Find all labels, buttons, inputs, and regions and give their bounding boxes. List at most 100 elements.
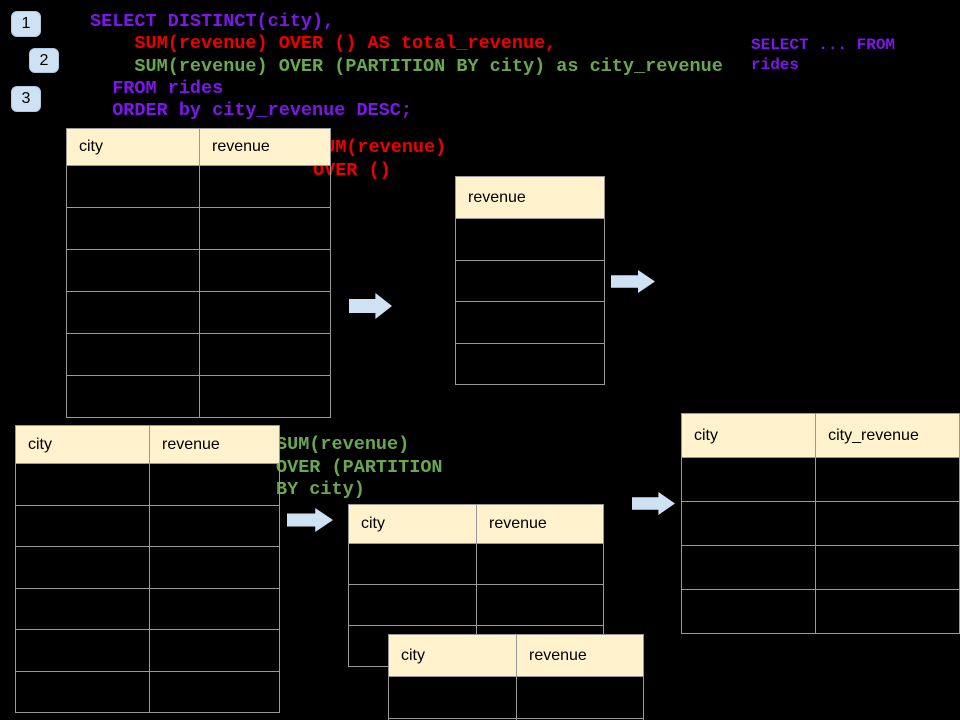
empty-cell	[199, 333, 331, 376]
empty-cell	[66, 333, 200, 376]
empty-cell	[815, 501, 960, 546]
empty-cell	[199, 249, 331, 292]
empty-cell	[149, 670, 280, 713]
table-row	[455, 342, 605, 385]
empty-cell	[455, 342, 605, 385]
step-badge-1: 1	[11, 11, 41, 37]
table-row	[388, 676, 644, 719]
table-row	[680, 501, 960, 546]
column-header: city	[388, 634, 517, 677]
empty-cell	[15, 587, 150, 630]
empty-cell	[66, 249, 200, 292]
empty-cell	[15, 670, 150, 713]
table-row	[455, 259, 605, 302]
annotation-partition-by-city: SUM(revenue) OVER (PARTITION BY city)	[276, 434, 443, 500]
table-row	[15, 587, 280, 630]
empty-cell	[15, 546, 150, 589]
column-header: city	[66, 128, 200, 166]
table-row	[680, 589, 960, 634]
empty-cell	[149, 629, 280, 672]
empty-cell	[680, 457, 817, 502]
empty-cell	[815, 545, 960, 590]
table-row	[348, 584, 604, 626]
step-badge-3: 3	[11, 86, 41, 112]
column-header: city	[15, 425, 150, 464]
corner-note: SELECT ... FROM rides	[751, 36, 896, 74]
table-row	[15, 504, 280, 547]
empty-cell	[348, 584, 477, 626]
table-row	[680, 457, 960, 502]
empty-cell	[199, 375, 331, 418]
arrow-right-icon	[611, 270, 655, 293]
column-header: revenue	[516, 634, 644, 677]
column-header: city_revenue	[815, 413, 960, 458]
table-row	[15, 629, 280, 672]
empty-cell	[680, 545, 817, 590]
column-header: revenue	[455, 176, 605, 219]
table-row	[15, 670, 280, 713]
empty-cell	[66, 375, 200, 418]
table-row	[455, 218, 605, 261]
empty-cell	[199, 207, 331, 250]
sql-line: FROM rides	[90, 77, 224, 99]
sql-line: SUM(revenue) OVER () AS total_revenue,	[90, 33, 557, 55]
table-row	[15, 463, 280, 506]
table-row	[348, 543, 604, 585]
sql-code: SELECT DISTINCT(city), SUM(revenue) OVER…	[90, 11, 723, 122]
empty-cell	[516, 718, 644, 720]
empty-cell	[680, 501, 817, 546]
empty-cell	[348, 543, 477, 585]
empty-cell	[15, 629, 150, 672]
empty-cell	[66, 291, 200, 334]
table-header-row: revenue	[455, 176, 605, 219]
empty-cell	[680, 589, 817, 634]
sql-line: SELECT DISTINCT(city),	[90, 11, 335, 32]
annotation-total-revenue: SUM(revenue) OVER ()	[313, 137, 447, 181]
sql-line: SUM(revenue) OVER (PARTITION BY city) as…	[90, 55, 723, 77]
empty-cell	[199, 291, 331, 334]
empty-cell	[15, 463, 150, 506]
empty-cell	[476, 584, 604, 626]
column-header: revenue	[149, 425, 280, 464]
column-header: city	[348, 504, 477, 544]
table-row	[680, 545, 960, 590]
column-header: revenue	[476, 504, 604, 544]
table-row	[66, 375, 331, 418]
empty-cell	[455, 301, 605, 344]
empty-cell	[815, 589, 960, 634]
table-total-revenue-result: revenue	[455, 176, 605, 385]
empty-cell	[455, 218, 605, 261]
empty-cell	[149, 463, 280, 506]
table-row	[66, 249, 331, 292]
empty-cell	[149, 504, 280, 547]
table-row	[66, 291, 331, 334]
arrow-right-icon	[287, 508, 333, 532]
arrow-right-icon	[632, 492, 675, 515]
empty-cell	[199, 165, 331, 208]
empty-cell	[66, 207, 200, 250]
arrow-right-icon	[349, 293, 392, 319]
empty-cell	[516, 676, 644, 719]
table-row	[66, 207, 331, 250]
table-row	[66, 165, 331, 208]
empty-cell	[388, 676, 517, 719]
table-row	[388, 718, 644, 720]
column-header: revenue	[199, 128, 331, 166]
empty-cell	[15, 504, 150, 547]
table-row	[66, 333, 331, 376]
empty-cell	[149, 546, 280, 589]
empty-cell	[455, 259, 605, 302]
empty-cell	[149, 587, 280, 630]
column-header: city	[680, 413, 817, 458]
